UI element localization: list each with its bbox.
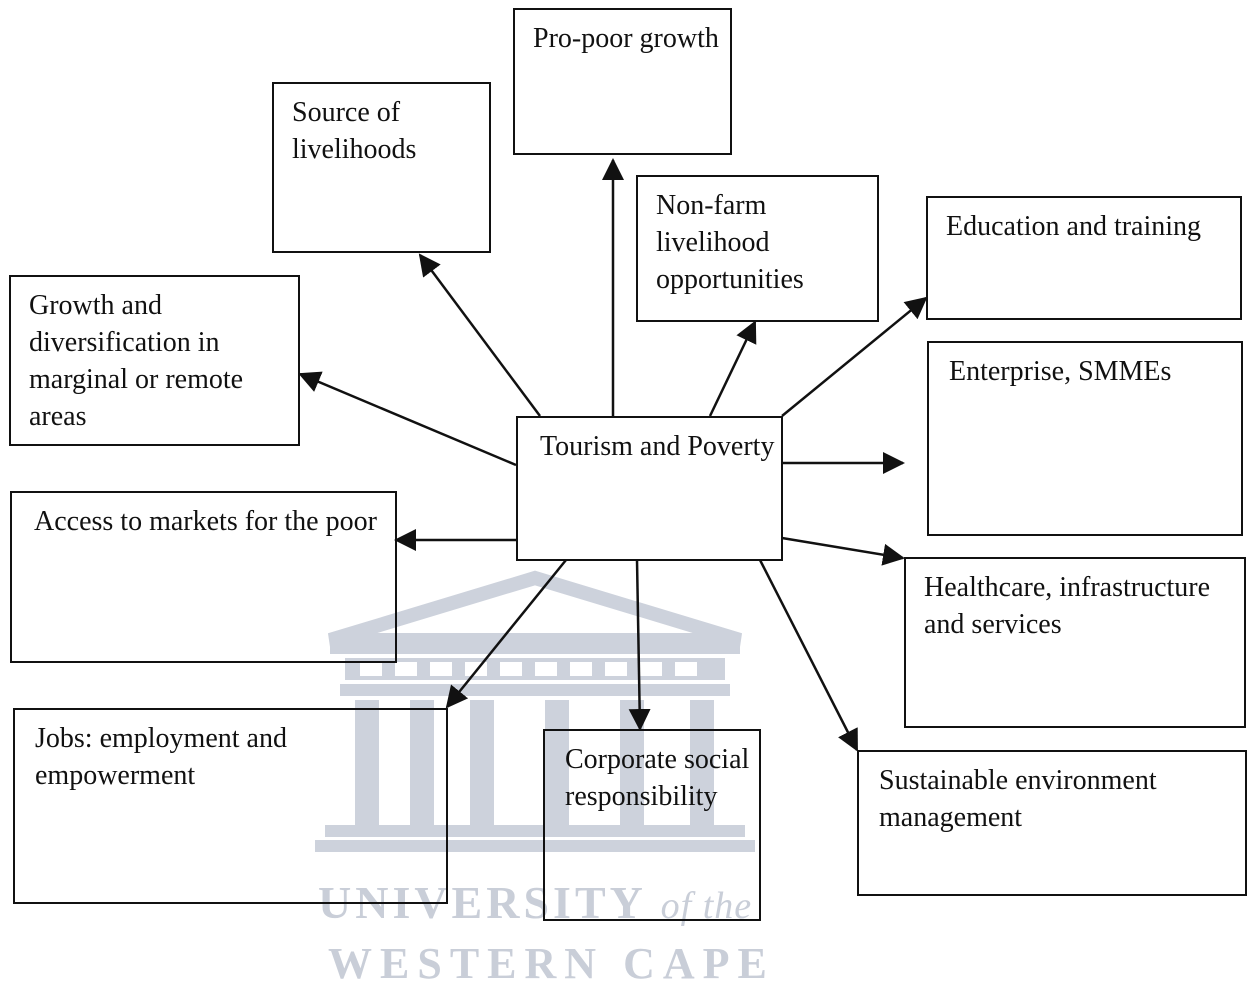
arrow-to-healthcare — [781, 536, 905, 566]
node-access-to-markets: Access to markets for the poor — [10, 491, 397, 663]
node-healthcare-infrastructure: Healthcare, infrastructure and services — [904, 557, 1246, 728]
arrow-to-jobs — [445, 559, 567, 709]
node-growth-diversification: Growth and diversification in marginal o… — [9, 275, 300, 446]
node-non-farm-livelihood: Non-farm livelihood opportunities — [636, 175, 879, 322]
arrow-to-growth-diversification — [298, 371, 517, 467]
arrow-to-non-farm — [708, 320, 757, 417]
node-jobs-employment: Jobs: employment and empowerment — [13, 708, 448, 904]
arrow-to-sustainable — [758, 559, 859, 752]
node-education-training: Education and training — [926, 196, 1242, 320]
arrow-to-education — [781, 296, 928, 417]
arrow-to-csr — [628, 559, 651, 731]
node-corporate-social-responsibility: Corporate social responsibility — [543, 729, 761, 921]
node-tourism-and-poverty: Tourism and Poverty — [516, 416, 783, 561]
node-sustainable-environment: Sustainable environment management — [857, 750, 1247, 896]
node-source-of-livelihoods: Source of livelihoods — [272, 82, 491, 253]
node-enterprise-smmes: Enterprise, SMMEs — [927, 341, 1243, 536]
arrow-to-source-of-livelihoods — [418, 253, 542, 417]
node-pro-poor-growth: Pro-poor growth — [513, 8, 732, 155]
